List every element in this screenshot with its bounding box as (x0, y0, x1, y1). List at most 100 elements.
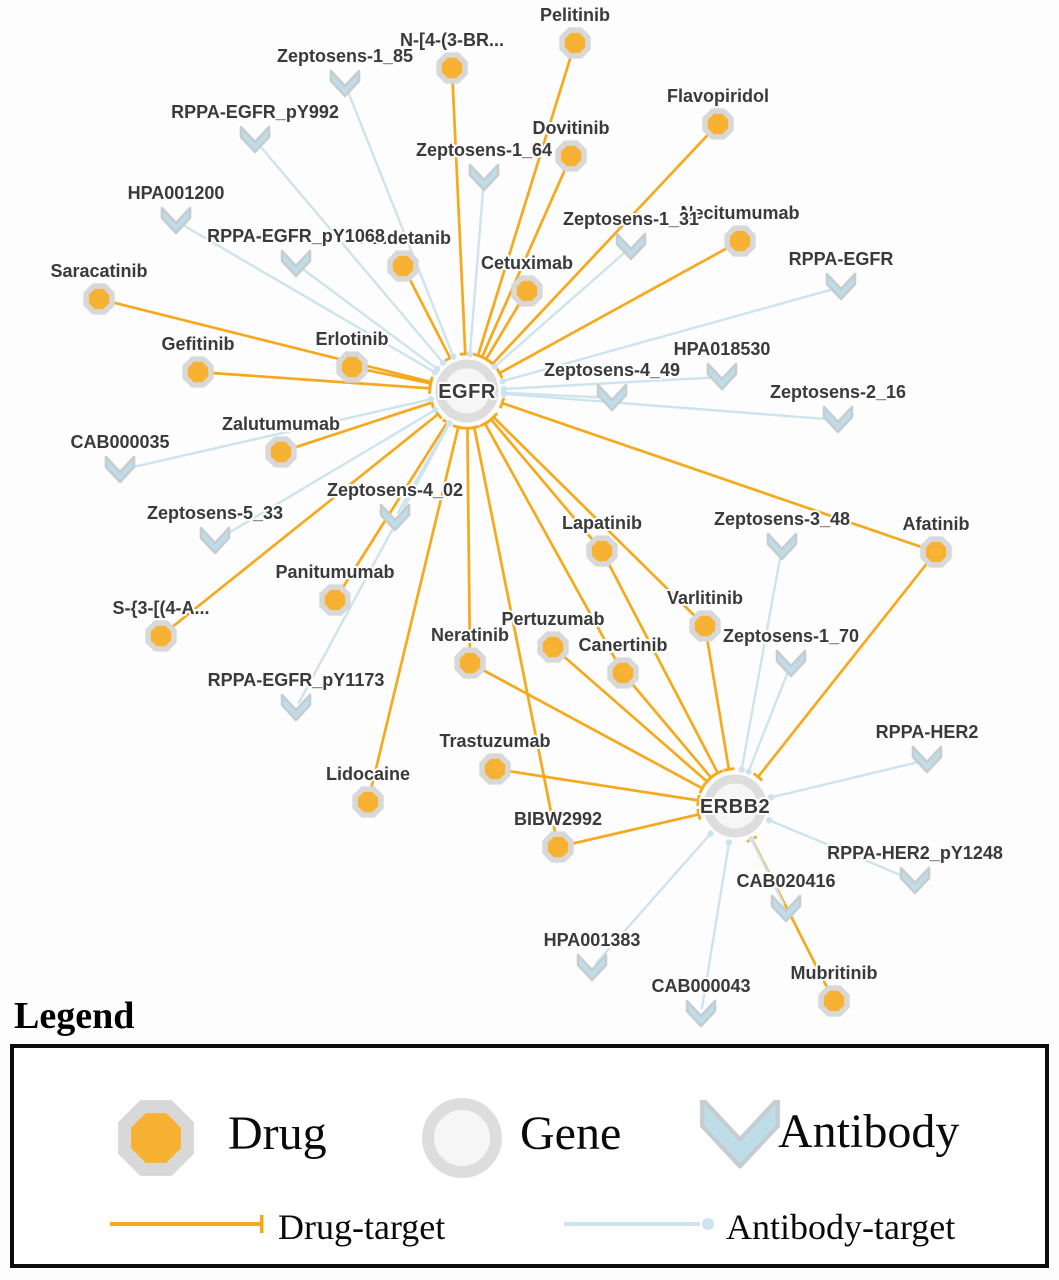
edge-antibody-zeptosens-1-70-erbb2 (745, 668, 791, 775)
antibody-node-cab000043[interactable] (685, 999, 717, 1028)
drug-node-saracatinib[interactable] (83, 283, 115, 315)
edge-antibody-zeptosens-5-33-egfr (218, 406, 439, 540)
label-cetuximab: Cetuximab (481, 253, 573, 273)
antibody-node-zeptosens-4-02[interactable] (379, 503, 411, 532)
label-zeptosens-2-16: Zeptosens-2_16 (770, 382, 906, 402)
drug-node-flavopiridol[interactable] (702, 108, 734, 140)
antibody-node-zeptosens-1-70[interactable] (775, 649, 807, 678)
gene-node-erbb2[interactable] (703, 774, 767, 838)
drug-node-s-3-4-a[interactable] (145, 620, 177, 652)
edge-antibody-rppa-egfr-egfr (499, 287, 837, 385)
edge-drug-zalutumumab-egfr (285, 396, 435, 452)
edge-antibody-cab020416-erbb2 (748, 835, 785, 906)
label-zalutumumab: Zalutumumab (222, 414, 340, 434)
edge-antibody-zeptosens-4-49-egfr (500, 389, 608, 399)
drug-node-lidocaine[interactable] (352, 786, 384, 818)
antibody-node-rppa-her2[interactable] (911, 745, 943, 774)
drug-node-canertinib[interactable] (607, 657, 639, 689)
label-necitumumab: Necitumumab (680, 203, 799, 223)
edge-drug-panitumumab-egfr (336, 418, 453, 597)
label-zeptosens-3-48: Zeptosens-3_48 (714, 509, 850, 529)
gene-node-egfr[interactable] (435, 359, 499, 423)
label-mubritinib: Mubritinib (791, 963, 878, 983)
label-panitumumab: Panitumumab (275, 562, 394, 582)
antibody-node-rppa-egfr-py1173[interactable] (280, 693, 312, 722)
antibody-node-zeptosens-4-49[interactable] (596, 383, 628, 412)
drug-node-neratinib[interactable] (454, 647, 486, 679)
label-hpa001200: HPA001200 (128, 183, 225, 203)
label-rppa-egfr-py992: RPPA-EGFR_pY992 (171, 102, 339, 122)
drug-node-lapatinib[interactable] (586, 535, 618, 567)
edge-drug-canertinib-erbb2 (625, 675, 717, 783)
drug-node-zalutumumab[interactable] (265, 436, 297, 468)
label-gefitinib: Gefitinib (162, 334, 235, 354)
drug-node-necitumumab[interactable] (724, 225, 756, 257)
antibody-node-zeptosens-1-64[interactable] (468, 163, 500, 192)
label-lapatinib: Lapatinib (562, 513, 642, 533)
label-zeptosens-4-49: Zeptosens-4_49 (544, 360, 680, 380)
edge-drug-dovitinib-egfr (476, 160, 571, 361)
drug-node-afatinib[interactable] (920, 536, 952, 568)
label-zeptosens-1-70: Zeptosens-1_70 (723, 626, 859, 646)
label-dovitinib: Dovitinib (533, 118, 610, 138)
edge-antibody-rppa-egfr-py992-egfr (257, 143, 447, 366)
label-afatinib: Afatinib (903, 514, 970, 534)
drug-node-erlotinib[interactable] (336, 351, 368, 383)
edge-drug-s-3-4-a-egfr (164, 409, 443, 634)
edge-antibody-zeptosens-1-31-egfr (491, 249, 629, 370)
antibody-node-zeptosens-5-33[interactable] (199, 526, 231, 555)
drug-node-vandetanib[interactable] (387, 250, 419, 282)
label-hpa018530: HPA018530 (674, 339, 771, 359)
edge-drug-vandetanib-egfr (404, 269, 456, 362)
edge-drug-afatinib-erbb2 (752, 555, 934, 782)
nodes-layer (83, 27, 952, 1028)
antibody-node-cab020416[interactable] (770, 894, 802, 923)
drug-node-varlitinib[interactable] (689, 610, 721, 642)
drug-node-trastuzumab[interactable] (479, 753, 511, 785)
label-pelitinib: Pelitinib (540, 5, 610, 25)
legend-title: Legend (14, 995, 135, 1037)
drug-node-bibw2992[interactable] (542, 831, 574, 863)
antibody-node-hpa001200[interactable] (160, 206, 192, 235)
antibody-node-hpa001383[interactable] (576, 953, 608, 982)
drug-node-pertuzumab[interactable] (537, 631, 569, 663)
edge-drug-pelitinib-egfr (472, 47, 575, 359)
antibody-node-rppa-egfr[interactable] (825, 272, 857, 301)
edge-antibody-cab000035-egfr (124, 396, 435, 471)
drug-node-pelitinib[interactable] (559, 27, 591, 59)
edge-antibody-zeptosens-1-64-egfr (466, 182, 485, 358)
drug-icon (118, 1100, 194, 1176)
antibody-node-zeptosens-3-48[interactable] (766, 532, 798, 561)
label-varlitinib: Varlitinib (667, 588, 743, 608)
edge-antibody-rppa-her2-py1248-erbb2 (765, 817, 911, 881)
label-pertuzumab: Pertuzumab (501, 609, 604, 629)
drug-node-dovitinib[interactable] (555, 140, 587, 172)
drug-node-n-4-3-br[interactable] (436, 52, 468, 84)
edge-drug-cetuximab-egfr (480, 294, 526, 364)
antibody-node-rppa-her2-py1248[interactable] (899, 866, 931, 895)
edge-antibody-zeptosens-3-48-erbb2 (738, 551, 783, 773)
edge-drug-afatinib-egfr (498, 397, 932, 552)
drug-node-gefitinib[interactable] (182, 356, 214, 388)
drug-node-cetuximab[interactable] (511, 275, 543, 307)
edge-drug-varlitinib-erbb2 (704, 630, 735, 772)
legend-antibody-target-label: Antibody-target (726, 1207, 956, 1247)
antibody-node-rppa-egfr-py1068[interactable] (280, 249, 312, 278)
antibody-node-cab000035[interactable] (104, 455, 136, 484)
drug-node-mubritinib[interactable] (818, 985, 850, 1017)
edge-drug-erlotinib-egfr (356, 366, 434, 390)
label-saracatinib: Saracatinib (50, 261, 147, 281)
antibody-node-hpa018530[interactable] (706, 362, 738, 391)
edge-drug-canertinib-egfr (479, 419, 622, 670)
antibody-node-zeptosens-1-85[interactable] (329, 69, 361, 98)
label-zeptosens-4-02: Zeptosens-4_02 (327, 480, 463, 500)
antibody-node-rppa-egfr-py992[interactable] (239, 125, 271, 154)
antibody-node-zeptosens-2-16[interactable] (822, 405, 854, 434)
label-trastuzumab: Trastuzumab (439, 731, 550, 751)
drug-node-panitumumab[interactable] (319, 584, 351, 616)
edge-antibody-hpa018530-egfr (500, 376, 718, 393)
edge-antibody-rppa-egfr-py1068-egfr (299, 266, 441, 373)
antibody-node-zeptosens-1-31[interactable] (615, 232, 647, 261)
